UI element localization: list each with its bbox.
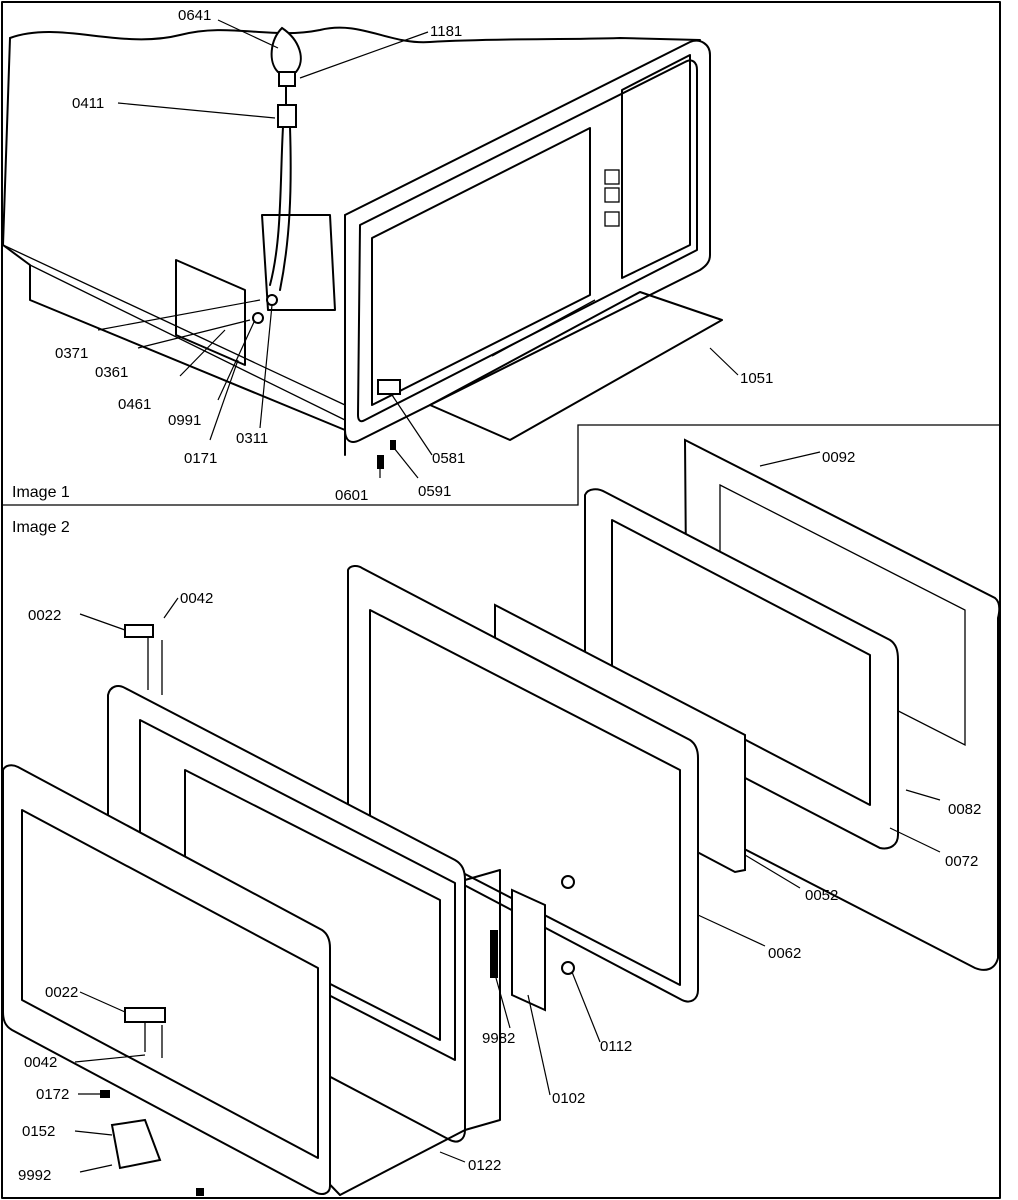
cabinet-left-side: [2, 37, 346, 456]
callout-0591: 0591: [418, 483, 451, 500]
door-body-side: [464, 869, 501, 1131]
section-label-image2: Image 2: [12, 519, 70, 536]
screw-0172: [100, 1090, 110, 1098]
cavity-opening: [371, 127, 591, 406]
screw-0112: [561, 961, 575, 975]
plate-1051: [429, 291, 723, 441]
lamp-bracket: [261, 214, 336, 311]
cabinet-side-edge: [2, 244, 346, 406]
hinge-top-0022: [124, 624, 154, 638]
section-divider: [2, 424, 1000, 506]
hinge-0581: [377, 379, 401, 395]
latch-0102: [511, 888, 546, 1012]
callout-9982: 9982: [482, 1030, 515, 1047]
panel-button-3: [604, 211, 620, 227]
panel-button-2: [604, 187, 620, 203]
callout-0112: 0112: [600, 1038, 632, 1055]
image1-cabinet-assembly: [2, 26, 723, 469]
screw-0991: [252, 312, 264, 324]
callout-0601: 0601: [335, 487, 368, 504]
callout-0581: 0581: [432, 450, 465, 467]
screw-bottom: [196, 1188, 204, 1196]
callout-0122: 0122: [468, 1157, 501, 1174]
callout-0022-bottom: 0022: [45, 984, 78, 1001]
callout-0042-bottom: 0042: [24, 1054, 57, 1071]
callout-0361: 0361: [95, 364, 128, 381]
lamp-wires: [269, 85, 292, 291]
plate-slot: [491, 299, 596, 357]
callout-0991: 0991: [168, 412, 201, 429]
callout-9992: 9992: [18, 1167, 51, 1184]
door-trim: [1, 764, 331, 1195]
callout-0042-top: 0042: [180, 590, 213, 607]
hinge-top-pins: [147, 636, 163, 695]
screw-0601: [377, 455, 384, 469]
callout-0092: 0092: [822, 449, 855, 466]
lamp-base: [278, 71, 296, 87]
screw-0591: [390, 440, 396, 450]
leader-lines: [74, 19, 941, 1173]
callout-0052: 0052: [805, 887, 838, 904]
mounting-plate: [175, 259, 246, 366]
callout-0171: 0171: [184, 450, 217, 467]
callout-0062: 0062: [768, 945, 801, 962]
screw-top: [561, 875, 575, 889]
callout-1181: 1181: [430, 23, 462, 40]
section-label-image1: Image 1: [12, 484, 70, 501]
callout-0461: 0461: [118, 396, 151, 413]
callout-0152: 0152: [22, 1123, 55, 1140]
lamp-bulb: [270, 26, 302, 73]
lamp-socket: [277, 104, 297, 128]
callout-1051: 1051: [740, 370, 773, 387]
callout-0172: 0172: [36, 1086, 69, 1103]
control-panel: [621, 54, 691, 279]
callout-0022-top: 0022: [28, 607, 61, 624]
screw-0311: [266, 294, 278, 306]
callout-0072: 0072: [945, 853, 978, 870]
hinge-bottom-pins: [144, 1022, 163, 1058]
callout-0311: 0311: [236, 430, 268, 447]
cabinet-base-edge: [29, 264, 346, 421]
callout-0102: 0102: [552, 1090, 585, 1107]
callout-0641: 0641: [178, 7, 211, 24]
callout-0411: 0411: [72, 95, 104, 112]
choke-frame-inner: [611, 519, 871, 806]
door-frame-inner: [369, 609, 681, 986]
door-trim-inner: [21, 809, 319, 1159]
handle-0152: [110, 1118, 162, 1170]
panel-button-1: [604, 169, 620, 185]
image2-door-assembly: [1, 438, 1001, 1196]
cabinet-top-break: [9, 26, 701, 44]
spring-9982: [490, 930, 498, 978]
hinge-bottom-0022: [124, 1007, 166, 1023]
cabinet-front-frame: [344, 39, 711, 443]
callout-0082: 0082: [948, 801, 981, 818]
callout-0371: 0371: [55, 345, 88, 362]
